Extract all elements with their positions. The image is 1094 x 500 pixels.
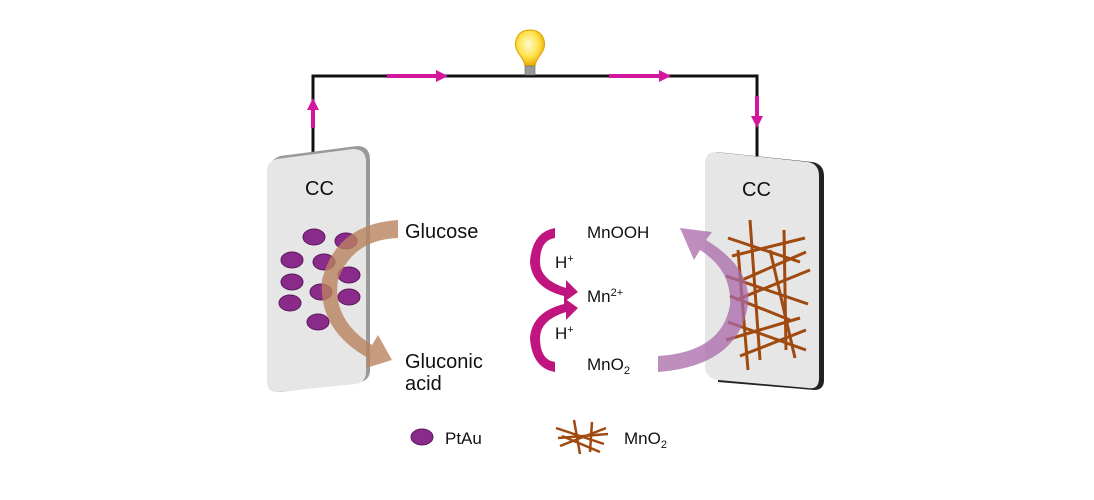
mnooh-label: MnOOH	[587, 223, 649, 242]
legend: PtAu MnO2	[410, 419, 667, 455]
current-arrows	[307, 70, 763, 128]
mno2-legend-swatch	[555, 419, 609, 455]
gluconic-acid-label-1: Gluconic	[405, 351, 483, 373]
glucose-label: Glucose	[405, 221, 478, 243]
circuit-wire	[311, 74, 759, 158]
cathode-label: CC	[742, 179, 771, 201]
ptau-legend-swatch	[410, 428, 434, 446]
mno2-reduction-arrow	[658, 228, 749, 372]
mn-reduction-arrows	[530, 228, 578, 372]
anode-label: CC	[305, 178, 334, 200]
ptau-legend-label: PtAu	[445, 429, 482, 448]
mno2-label: MnO2	[587, 355, 630, 377]
gluconic-acid-label-2: acid	[405, 373, 442, 395]
light-bulb-icon	[515, 29, 545, 76]
proton-label-2: H+	[555, 324, 574, 343]
glucose-oxidation-arrow	[321, 220, 398, 368]
mno2-legend-label: MnO2	[624, 429, 667, 451]
proton-label-1: H+	[555, 253, 574, 272]
mn2-label: Mn2+	[587, 287, 623, 306]
